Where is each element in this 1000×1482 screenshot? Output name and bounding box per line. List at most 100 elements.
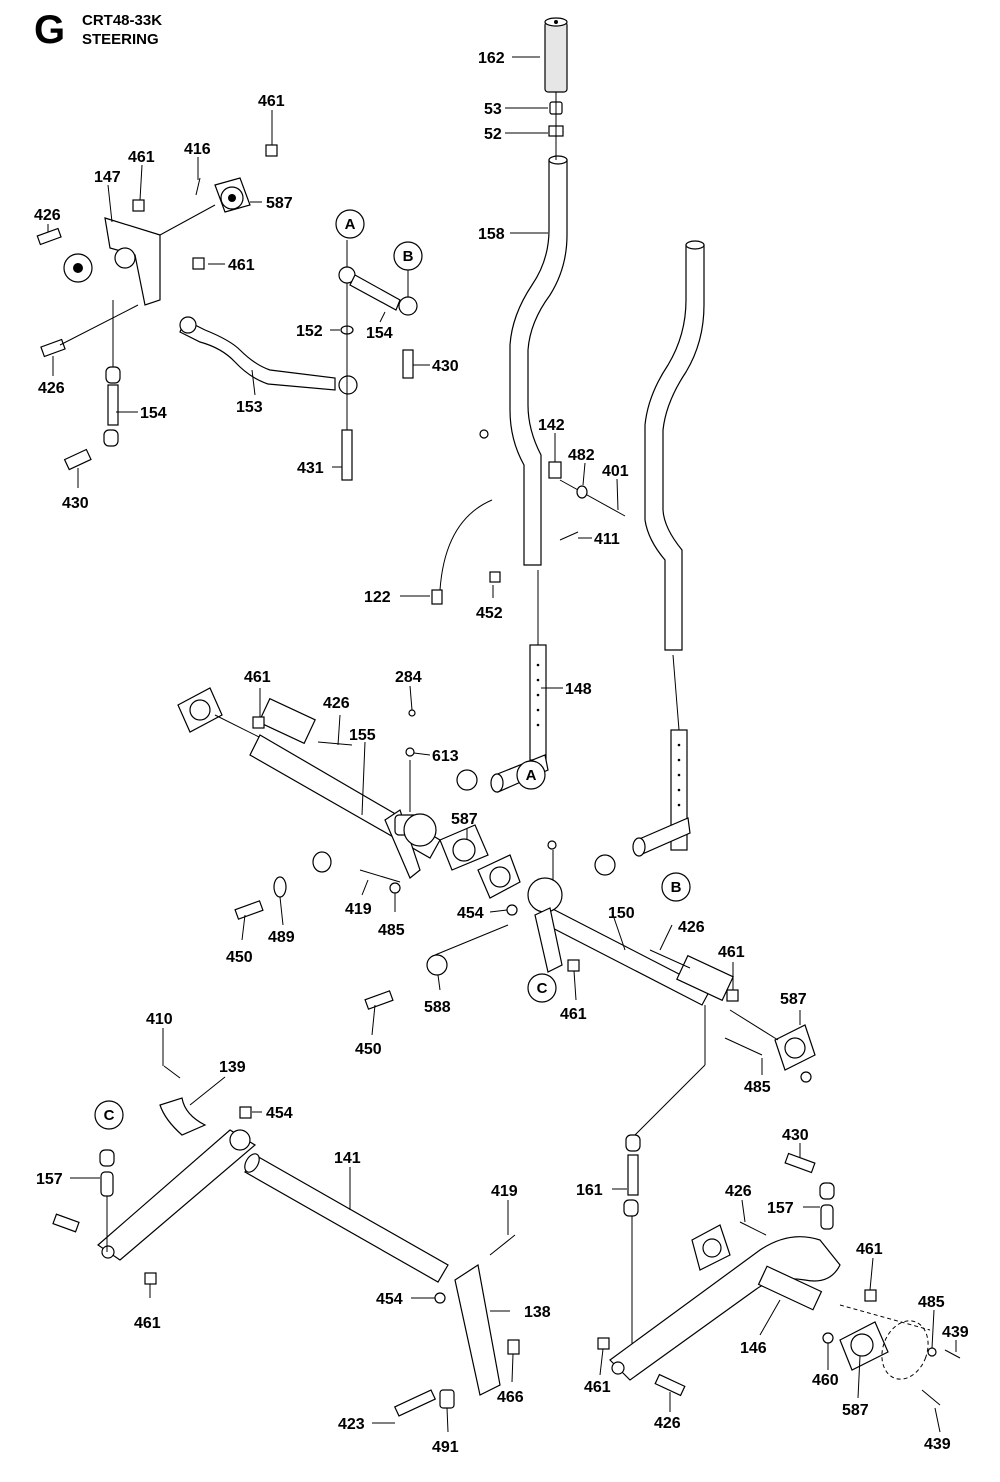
nut-461-a [265,144,278,157]
label-410: 410 [146,1011,173,1028]
svg-text:A: A [345,216,356,233]
bolt-423 [393,1389,437,1417]
flange-587-mid [439,824,489,871]
label-401: 401 [602,463,629,480]
model-code: CRT48-33K [82,12,163,29]
label-466: 466 [497,1389,524,1406]
label-491: 491 [432,1439,459,1456]
bracket-139 [159,1097,207,1136]
label-419-a: 419 [345,901,372,918]
washer-left [312,851,332,873]
flange-587-low [691,1224,731,1271]
label-122: 122 [364,589,391,606]
label-461-f: 461 [560,1006,587,1023]
nut-461-left-mid [252,716,265,729]
label-157-b: 157 [767,1200,794,1217]
shaft-146 [757,1265,823,1311]
ref-circle-a-top: A [335,209,365,239]
nut-right-low [800,1071,812,1083]
label-153: 153 [236,399,263,416]
washer-482 [576,485,588,499]
label-485-a: 485 [378,922,405,939]
label-423: 423 [338,1416,365,1433]
label-53: 53 [484,101,502,118]
arm-left [97,1129,257,1261]
label-452: 452 [476,605,503,622]
label-154-a: 154 [140,405,167,422]
nut-461-lowest [597,1337,610,1350]
label-142: 142 [538,417,565,434]
label-587-c: 587 [780,991,807,1008]
label-485-b: 485 [744,1079,771,1096]
ref-circle-c-mid: C [527,973,557,1003]
bolt-450-b [364,990,394,1010]
label-430-a: 430 [62,495,89,512]
screw-483 [479,429,489,439]
bolt-450-a [234,900,264,920]
bracket-147 [63,217,161,306]
screw-416 [195,177,201,196]
bolt-485-right [724,1037,763,1056]
nut-454 [506,904,518,916]
fitting-right [547,840,557,850]
label-152: 152 [296,323,323,340]
label-138: 138 [524,1304,551,1321]
bolt-411 [559,531,579,541]
rod-pivot-right [632,817,691,857]
label-461-e: 461 [718,944,745,961]
label-439-b: 439 [924,1436,951,1453]
label-588: 588 [424,999,451,1016]
cable-122 [431,499,493,605]
rod-153 [179,316,358,395]
bolt-439-b [921,1389,941,1406]
hub-150 [527,877,563,913]
bolt-426-mid [649,949,691,969]
flange-bearing-left [177,687,223,733]
label-450-b: 450 [355,1041,382,1058]
spring-491 [439,1389,455,1409]
label-461-b: 461 [128,149,155,166]
label-461-a: 461 [258,93,285,110]
part-labels: 162 53 52 158 461 461 416 147 587 426 46… [34,50,969,1456]
svg-text:B: B [671,879,682,896]
label-148: 148 [565,681,592,698]
ref-circle-c-low: C [94,1100,124,1130]
bolt-419-low [489,1234,516,1256]
bushing-588 [426,954,448,976]
label-155: 155 [349,727,376,744]
label-587-d: 587 [842,1402,869,1419]
pin-284 [408,709,416,717]
svg-text:C: C [104,1107,115,1124]
bolt-439-a [944,1349,961,1359]
nut-461-c [192,257,205,270]
diagram-header: G CRT48-33K STEERING [0,0,300,60]
shaft-141 [244,1153,449,1283]
pin-410 [163,1065,181,1079]
bolt-430-right [784,1152,816,1174]
bolt-430-upper [402,349,414,379]
nut-466 [507,1339,520,1355]
label-454-a: 454 [457,905,484,922]
nut-454-left [239,1106,252,1119]
label-426-c: 426 [323,695,350,712]
bolt-431 [341,429,353,481]
washer-489 [273,876,287,898]
label-461-c: 461 [228,257,255,274]
handle-162 [544,17,568,93]
fitting-613 [405,747,415,757]
label-454-b: 454 [266,1105,293,1122]
tie-rod-157-left [99,1149,115,1197]
bushing-right [594,854,616,876]
label-450-a: 450 [226,949,253,966]
label-587-a: 587 [266,195,293,212]
label-161: 161 [576,1182,603,1199]
section-letter: G [34,8,66,52]
adjust-rod-148 [529,644,547,761]
label-439-a: 439 [942,1324,969,1341]
label-411: 411 [594,531,620,548]
bolt-426-lowest [654,1373,686,1397]
label-52: 52 [484,126,502,143]
label-154-b: 154 [366,325,393,342]
flange-bearing-587-top [214,177,251,213]
label-489: 489 [268,929,295,946]
